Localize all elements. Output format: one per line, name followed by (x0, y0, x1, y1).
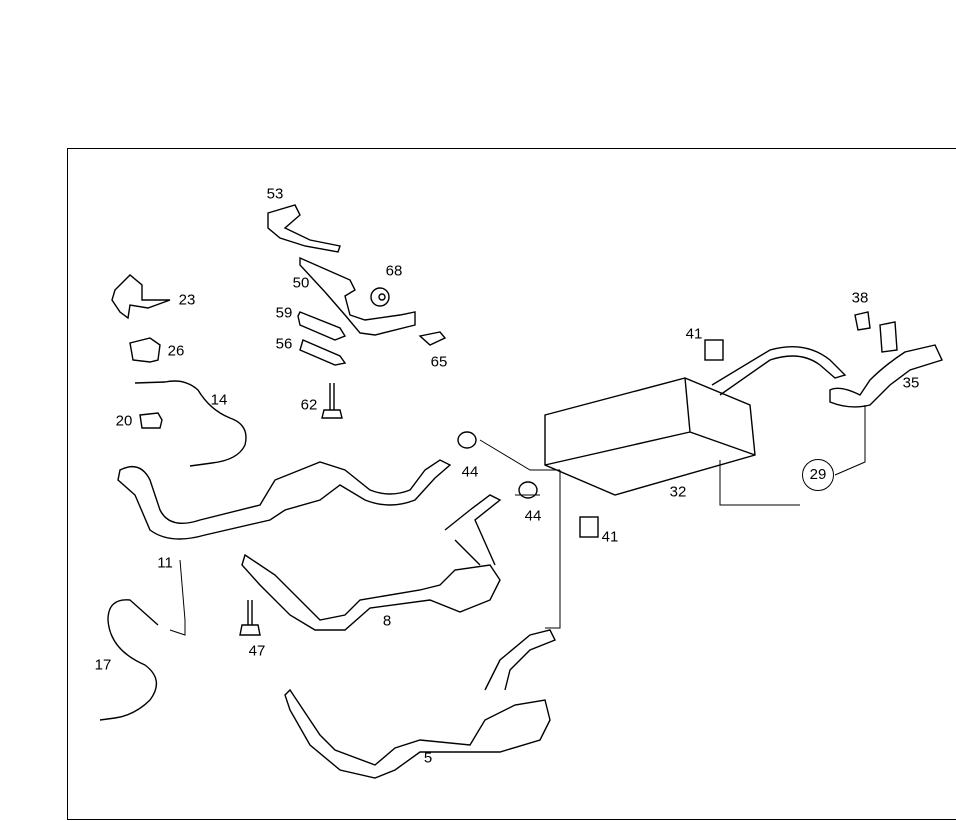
bracket-50 (299, 256, 416, 336)
callout-32: 32 (669, 483, 687, 501)
callout-20: 20 (115, 412, 133, 430)
bolt-47 (239, 600, 261, 636)
connector-26 (129, 337, 161, 363)
callout-68: 68 (385, 262, 403, 280)
hanger-41a (704, 339, 724, 361)
pipe-8-rise (444, 494, 502, 566)
sensor-17 (99, 599, 159, 721)
clip-65 (418, 331, 447, 346)
callout-65: 65 (430, 353, 448, 371)
callout-47: 47 (248, 642, 266, 660)
callout-8: 8 (382, 612, 392, 630)
bracket-23 (111, 274, 171, 320)
pipe-11 (117, 459, 452, 540)
diagram-frame (67, 148, 956, 820)
bracket-53 (267, 204, 341, 253)
pipe-5 (284, 688, 551, 779)
clamp-44b (518, 481, 538, 499)
callout-38: 38 (851, 289, 869, 307)
pipe-5-rise (484, 629, 556, 691)
callout-41: 41 (685, 325, 703, 343)
callout-62: 62 (300, 396, 318, 414)
grommet-68-hole (378, 293, 386, 301)
muffler-32-edges (544, 377, 756, 466)
tailpipe-35 (829, 344, 943, 408)
leader-lines (169, 405, 866, 636)
callout-59: 59 (275, 304, 293, 322)
callout-17: 17 (94, 656, 112, 674)
callout-29-circled: 29 (802, 459, 834, 491)
bolt-62 (321, 383, 343, 419)
callout-5: 5 (423, 749, 433, 767)
callout-50: 50 (292, 274, 310, 292)
callout-11: 11 (157, 554, 173, 572)
callout-56: 56 (275, 335, 293, 353)
hanger-41b (579, 516, 599, 538)
callout-26: 26 (167, 342, 185, 360)
callout-14: 14 (210, 391, 228, 409)
clamp-44a (457, 431, 477, 449)
plate-56 (299, 339, 347, 366)
pipe-8 (241, 553, 501, 631)
callout-44: 44 (524, 507, 542, 525)
callout-53: 53 (266, 185, 284, 203)
callout-44: 44 (461, 463, 479, 481)
muffler-32 (544, 377, 756, 496)
sensor-14 (134, 380, 247, 467)
clamp-38 (854, 311, 898, 353)
callout-23: 23 (178, 291, 196, 309)
tailpipe (711, 345, 847, 396)
plate-59 (297, 311, 347, 341)
callout-41: 41 (601, 528, 619, 546)
callout-35: 35 (902, 374, 920, 392)
clip-20 (139, 412, 163, 429)
callout-29: 29 (809, 466, 827, 483)
grommet-68 (370, 287, 390, 307)
